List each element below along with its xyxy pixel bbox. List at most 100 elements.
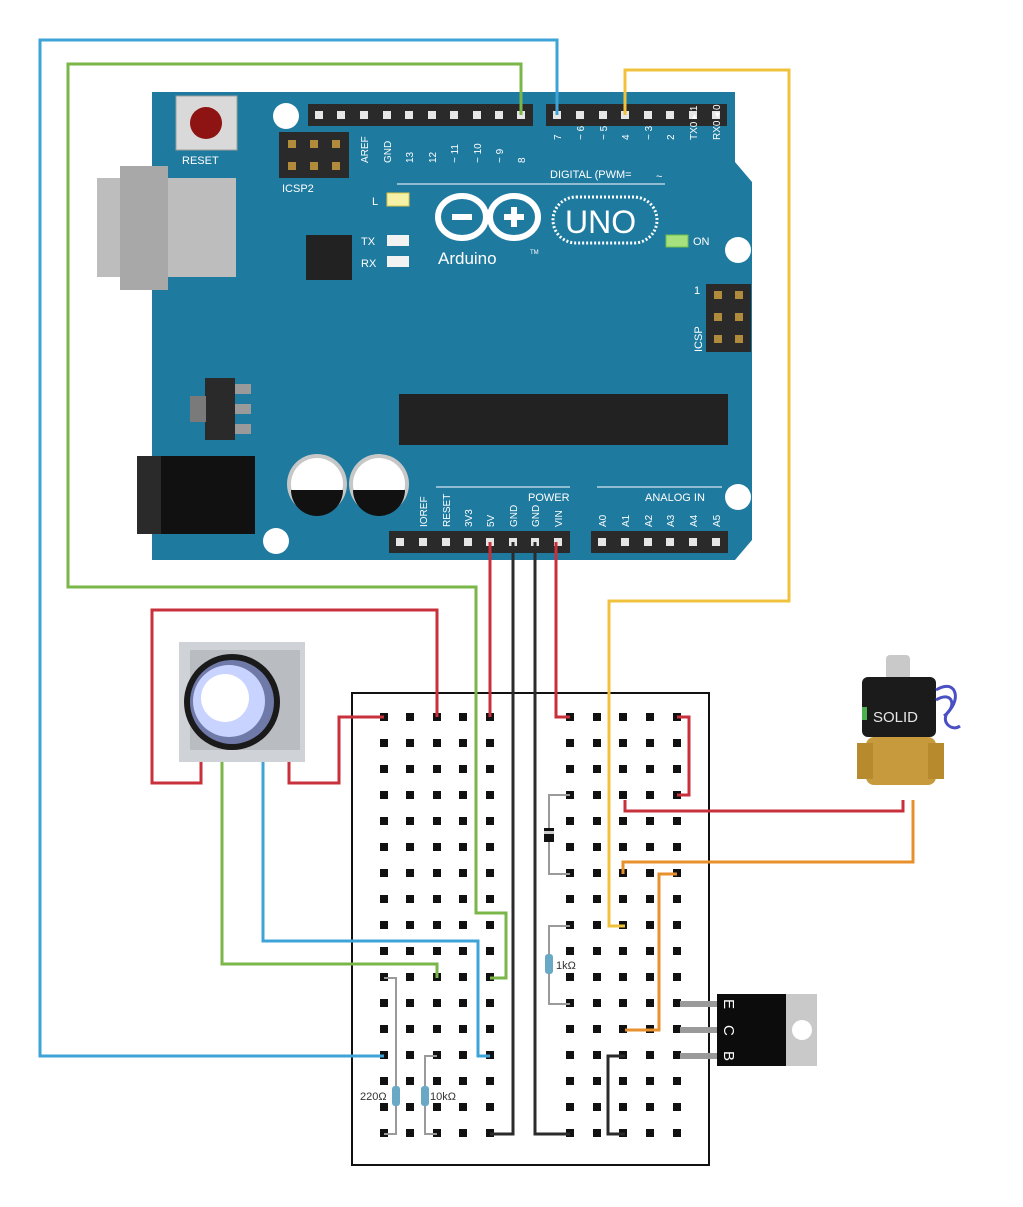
breadboard-hole: [433, 895, 441, 903]
breadboard-hole: [433, 1077, 441, 1085]
breadboard-hole: [406, 713, 414, 721]
board.power_pins-label: GND: [531, 505, 542, 527]
usb-chip: [306, 235, 352, 280]
board.power_pins-label: IOREF: [419, 496, 430, 527]
board.digital_pins_right-label: TX0 ▸ 1: [689, 105, 700, 140]
board.digital_pins_right-label: 7: [553, 134, 564, 140]
wire-blue-pin7: [38, 38, 559, 1058]
breadboard-hole: [646, 869, 654, 877]
breadboard-hole: [593, 843, 601, 851]
breadboard-hole: [646, 739, 654, 747]
mounting-hole: [725, 237, 751, 263]
breadboard-hole: [593, 973, 601, 981]
wire-red-solenoid: [623, 800, 905, 813]
breadboard-hole: [433, 999, 441, 1007]
board.analog_pins-label: A5: [712, 514, 723, 527]
breadboard-hole: [406, 999, 414, 1007]
wires: [38, 38, 915, 1136]
breadboard-hole: [673, 999, 681, 1007]
breadboard-hole: [619, 765, 627, 773]
header-pin: [644, 111, 652, 119]
breadboard-hole: [619, 791, 627, 799]
resistor-220: [392, 1086, 400, 1106]
breadboard-hole: [646, 1051, 654, 1059]
breadboard-hole: [459, 843, 467, 851]
led-on-label: ON: [693, 236, 710, 248]
breadboard-hole: [566, 765, 574, 773]
board.digital_pins_right-label: 2: [666, 134, 677, 140]
breadboard-hole: [593, 1051, 601, 1059]
breadboard-hole: [406, 1025, 414, 1033]
header-pin: [315, 111, 323, 119]
breadboard-hole: [673, 817, 681, 825]
breadboard-hole: [486, 947, 494, 955]
breadboard-hole: [380, 921, 388, 929]
breadboard-hole: [380, 1103, 388, 1111]
breadboard-hole: [433, 817, 441, 825]
board.digital_pins_left-label: ~ 10: [473, 143, 484, 163]
breadboard-hole: [646, 1103, 654, 1111]
breadboard-hole: [593, 921, 601, 929]
wire-red-rail: [677, 715, 691, 797]
wire-orange-solenoid: [621, 800, 915, 874]
transistor-pin-c: C: [720, 1025, 737, 1036]
breadboard-hole: [406, 1051, 414, 1059]
breadboard-hole: [486, 791, 494, 799]
wire-red-vin: [554, 542, 570, 719]
board.digital_pins_left-label: AREF: [360, 136, 371, 163]
header-pin: [495, 111, 503, 119]
wire-black-gnd1: [490, 542, 515, 1136]
breadboard-hole: [486, 765, 494, 773]
breadboard-hole: [459, 1051, 467, 1059]
breadboard-hole: [406, 843, 414, 851]
breadboard-hole: [646, 973, 654, 981]
breadboard-hole: [619, 973, 627, 981]
header-pin: [428, 111, 436, 119]
breadboard-hole: [593, 869, 601, 877]
brand-label: Arduino: [438, 249, 497, 268]
breadboard-hole: [566, 843, 574, 851]
wire-orange-collector: [625, 872, 677, 1032]
header-pin: [383, 111, 391, 119]
board.digital_pins_left-label: GND: [383, 141, 394, 163]
board.digital_pins_left-label: ~ 11: [450, 144, 461, 163]
capacitor: [349, 454, 409, 516]
solenoid-valve: SOLID: [857, 655, 961, 785]
breadboard-hole: [593, 817, 601, 825]
breadboard-hole: [593, 895, 601, 903]
resistor-10k: [421, 1086, 429, 1106]
breadboard-hole: [459, 895, 467, 903]
breadboard-hole: [486, 1025, 494, 1033]
mounting-hole: [273, 103, 299, 129]
breadboard-hole: [673, 1077, 681, 1085]
wire-black-gnd2: [533, 542, 570, 1136]
digital-header-left: [308, 104, 533, 126]
wire-red-button-vcc: [150, 608, 439, 785]
breadboard-hole: [406, 739, 414, 747]
icsp-label: ICSP: [693, 326, 705, 352]
breadboard-hole: [406, 817, 414, 825]
breadboard-hole: [593, 1129, 601, 1137]
breadboard-hole: [380, 1077, 388, 1085]
led-rx-label: RX: [361, 258, 377, 270]
breadboard-hole: [673, 739, 681, 747]
board.power_pins-label: 3V3: [464, 509, 475, 527]
breadboard-hole: [486, 1077, 494, 1085]
transistor-pin-b: B: [720, 1051, 737, 1061]
breadboard-hole: [406, 947, 414, 955]
breadboard-hole: [380, 817, 388, 825]
trademark-label: TM: [530, 250, 539, 256]
led-l: [386, 192, 410, 207]
digital-label: DIGITAL (PWM=: [550, 169, 632, 181]
breadboard-hole: [619, 1077, 627, 1085]
breadboard-hole: [459, 947, 467, 955]
breadboard-hole: [646, 843, 654, 851]
breadboard-hole: [646, 713, 654, 721]
breadboard-hole: [646, 791, 654, 799]
breadboard-hole: [593, 947, 601, 955]
breadboard-hole: [673, 973, 681, 981]
icsp2-header: [279, 132, 349, 178]
resistor-1k: [545, 954, 553, 974]
